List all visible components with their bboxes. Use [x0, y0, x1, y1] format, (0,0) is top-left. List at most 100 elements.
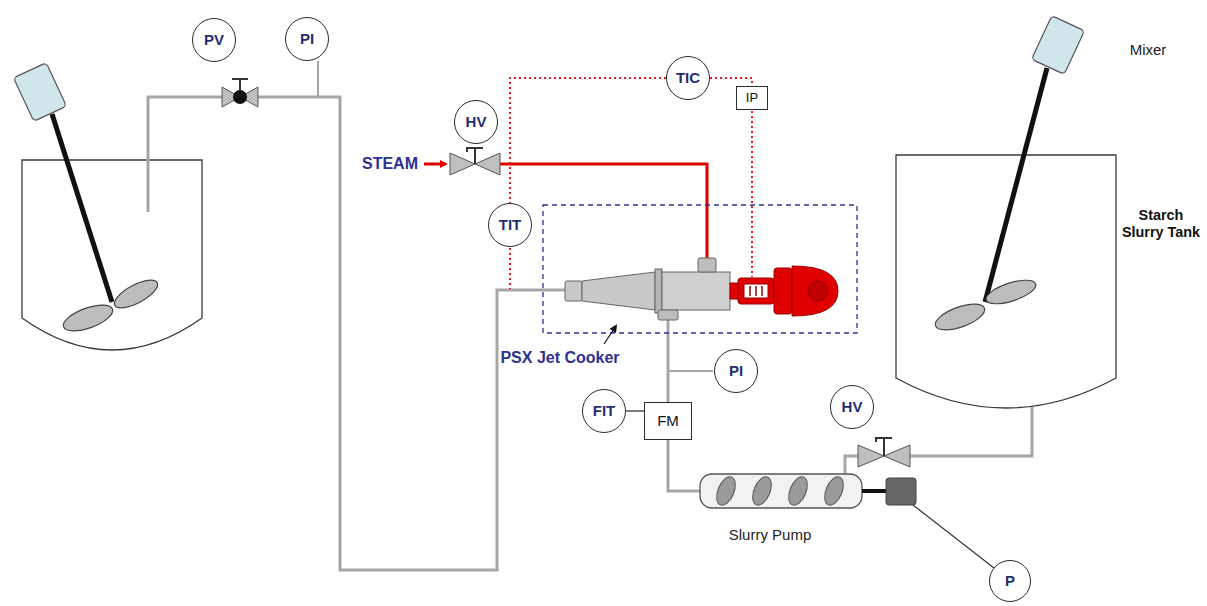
slurry-pump	[700, 474, 862, 508]
slurry-pump	[821, 474, 847, 508]
tag-text: IP	[746, 91, 758, 105]
mixer-motor	[14, 63, 67, 122]
process-pipe	[258, 97, 565, 570]
valve-actuator	[761, 286, 763, 296]
equipment-label: Starch Slurry Tank	[1119, 207, 1203, 240]
hand-valve	[876, 438, 892, 442]
instrument-bubble: HV	[454, 100, 498, 144]
process-pipe	[317, 61, 319, 97]
slurry-pump	[749, 474, 775, 508]
process-pipe	[669, 370, 713, 372]
hand-valve	[474, 148, 476, 164]
ip-converter: IP	[736, 86, 768, 110]
signal-line	[751, 111, 753, 277]
equipment-label: PSX Jet Cooker	[500, 349, 619, 367]
instrument-bubble: TIT	[488, 203, 532, 247]
mix-tank	[22, 160, 202, 350]
package-boundary	[543, 205, 857, 333]
impeller-blade	[60, 275, 161, 337]
slurry-pump	[713, 474, 739, 508]
hand-valve	[467, 148, 483, 152]
instrument-bubble: FIT	[582, 389, 626, 433]
steam-line	[424, 163, 446, 166]
flow-meter: FM	[644, 402, 692, 440]
slurry-pump	[862, 489, 886, 493]
tag-text: PV	[204, 32, 224, 49]
valve-actuator	[808, 281, 828, 301]
process-pipe	[667, 320, 670, 402]
jet-cooker	[582, 272, 655, 310]
leader-arrow	[604, 326, 616, 344]
process-pipe	[668, 440, 700, 491]
impeller-blade	[932, 299, 988, 336]
slurry-pump	[886, 478, 916, 505]
instrument-bubble: TIC	[666, 56, 710, 100]
tag-text: HV	[466, 114, 487, 131]
slurry-tank	[896, 155, 1116, 408]
hand-valve	[883, 438, 885, 456]
mixer-motor	[1032, 16, 1085, 75]
process-pipe	[845, 456, 858, 474]
tag-text: PI	[729, 363, 743, 380]
jet-cooker	[565, 258, 730, 320]
steam-line	[424, 164, 707, 258]
signal-line	[510, 78, 666, 203]
instrument-bubble: HV	[830, 385, 874, 429]
jet-cooker	[698, 258, 716, 272]
valve-actuator	[774, 268, 792, 314]
slurry-pump	[700, 474, 994, 568]
slurry-pump	[913, 505, 994, 568]
instrument-bubble: PV	[192, 18, 236, 62]
valve-actuator	[755, 286, 757, 296]
equipment-label: Mixer	[1130, 41, 1167, 58]
mixer-shaft	[985, 68, 1047, 302]
tag-text: FIT	[593, 403, 616, 420]
jet-cooker	[565, 281, 582, 301]
mixer-shaft	[52, 114, 112, 302]
impeller-blade	[983, 275, 1038, 308]
control-valve	[222, 79, 258, 107]
valve-actuator	[744, 284, 768, 298]
valve-actuator	[730, 283, 738, 299]
leader-arrow	[604, 326, 616, 344]
mixer-shaft	[52, 114, 112, 302]
process-pipe	[910, 406, 1032, 456]
mixer-motor	[14, 63, 67, 122]
mixer-shaft	[985, 68, 1047, 302]
tag-text: PI	[300, 31, 314, 48]
steam-line	[500, 164, 707, 258]
jet-cooker	[658, 310, 678, 320]
control-valve	[233, 90, 247, 104]
mixer-motor	[1032, 16, 1085, 75]
signal-line	[710, 78, 752, 86]
instrument-bubble: PI	[714, 349, 758, 393]
slurry-pump	[785, 474, 811, 508]
hand-valve	[450, 148, 500, 175]
hand-valve	[858, 438, 910, 467]
instrument-link	[626, 410, 644, 411]
valve-actuator	[792, 266, 838, 316]
hand-valve	[858, 445, 884, 467]
impeller-blade	[111, 275, 162, 313]
signal-line	[510, 111, 752, 289]
hand-valve	[884, 445, 910, 467]
tag-text: P	[1005, 573, 1015, 590]
impeller-blade	[60, 300, 116, 337]
tag-text: TIC	[676, 70, 700, 87]
instrument-bubble: P	[989, 560, 1031, 602]
package-boundary	[543, 205, 857, 333]
jet-cooker	[662, 272, 730, 310]
tag-text: FM	[657, 413, 679, 430]
tag-text: TIT	[499, 217, 522, 234]
hand-valve	[450, 153, 475, 175]
valve-actuator	[730, 266, 838, 316]
mix-tank	[22, 160, 202, 350]
jet-cooker	[655, 269, 662, 313]
process-pipe	[148, 97, 222, 212]
stream-label: STEAM	[362, 155, 418, 173]
valve-actuator	[738, 278, 774, 304]
equipment-label: Slurry Pump	[729, 526, 812, 543]
tag-text: HV	[842, 399, 863, 416]
